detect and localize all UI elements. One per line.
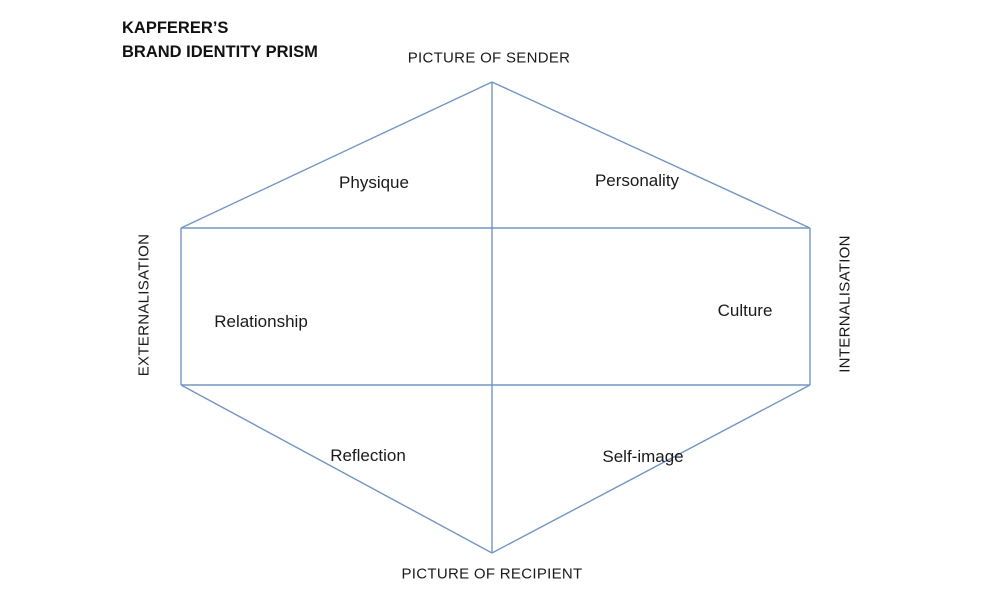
- facet-personality: Personality: [594, 171, 680, 190]
- diagram-title-line1: KAPFERER’S: [122, 19, 229, 37]
- diagram-title: KAPFERER’S BRAND IDENTITY PRISM: [122, 16, 318, 64]
- externalisation-label: EXTERNALISATION: [135, 233, 153, 377]
- facet-relationship: Relationship: [214, 312, 308, 331]
- picture-of-recipient-label: PICTURE OF RECIPIENT: [401, 565, 583, 583]
- facet-culture: Culture: [717, 301, 773, 320]
- top-right-diagonal-line: [491, 81, 811, 229]
- bottom-right-diagonal-line: [491, 384, 811, 554]
- facet-self-image: Self-image: [602, 447, 684, 466]
- diagram-title-line2: BRAND IDENTITY PRISM: [122, 43, 318, 61]
- picture-of-sender-label: PICTURE OF SENDER: [407, 49, 571, 67]
- facet-reflection: Reflection: [330, 446, 406, 465]
- top-left-diagonal-line: [180, 81, 493, 229]
- internalisation-label: INTERNALISATION: [836, 235, 854, 373]
- facet-physique: Physique: [339, 173, 409, 192]
- bottom-left-diagonal-line: [180, 384, 493, 554]
